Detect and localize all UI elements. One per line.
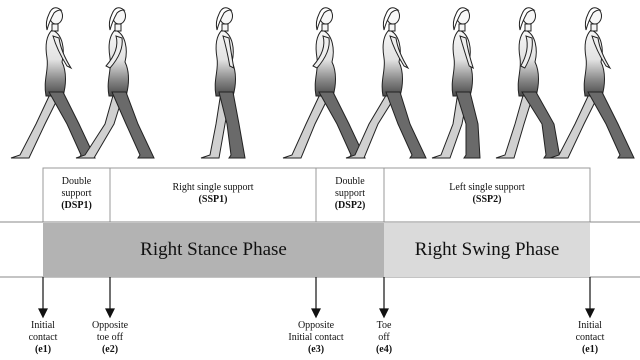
support-label-ssp1: Right single support (SSP1) bbox=[172, 182, 254, 205]
arrowhead-e1 bbox=[38, 308, 48, 319]
support-label-ssp2: Left single support (SSP2) bbox=[449, 182, 525, 205]
arrowhead-e1-repeat bbox=[585, 308, 595, 319]
figure-initial-contact-repeat bbox=[549, 7, 635, 159]
event-label-e1-repeat: Initial contact (e1) bbox=[575, 320, 605, 355]
figure-swing bbox=[431, 7, 481, 159]
arrowhead-e2 bbox=[105, 308, 115, 319]
swing-phase-bar bbox=[384, 223, 590, 277]
figure-opposite-initial-contact bbox=[282, 7, 366, 159]
event-arrows bbox=[38, 277, 595, 319]
stance-phase-bar bbox=[43, 223, 384, 277]
stance-phase-label: Right Stance Phase bbox=[140, 239, 287, 260]
figure-late-swing bbox=[495, 7, 561, 159]
support-label-dsp1: Double support (DSP1) bbox=[61, 176, 92, 211]
walking-figures bbox=[10, 7, 635, 159]
support-label-dsp2: Double support (DSP2) bbox=[334, 176, 366, 211]
event-label-e3: Opposite Initial contact (e3) bbox=[288, 320, 344, 355]
event-label-e2: Opposite toe off (e2) bbox=[91, 320, 129, 355]
event-label-e4: Toe off (e4) bbox=[375, 320, 393, 355]
figure-toe-off bbox=[345, 7, 427, 159]
support-cell-ssp2 bbox=[383, 167, 591, 223]
arrowhead-e4 bbox=[379, 308, 389, 319]
figure-midstance bbox=[200, 7, 246, 159]
arrowhead-e3 bbox=[311, 308, 321, 319]
event-label-e1: Initial contact (e1) bbox=[28, 320, 58, 355]
swing-phase-label: Right Swing Phase bbox=[414, 239, 560, 260]
figure-initial-contact bbox=[10, 7, 96, 159]
figure-opposite-toe-off bbox=[75, 7, 155, 159]
support-cell-dsp2 bbox=[315, 167, 385, 223]
